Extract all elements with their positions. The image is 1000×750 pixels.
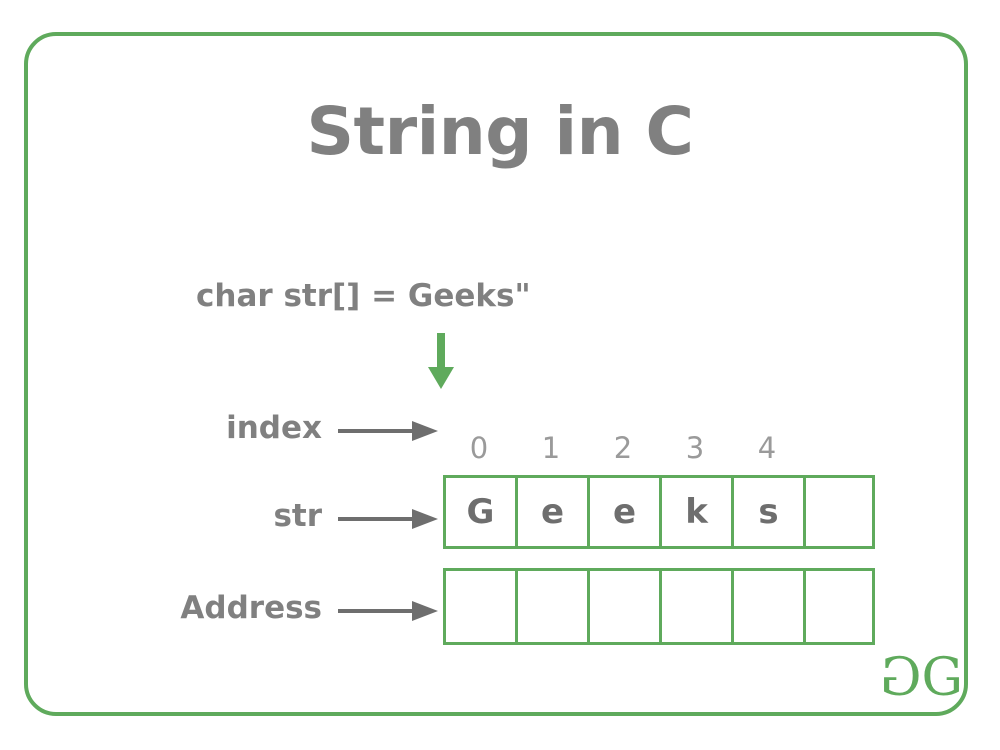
row-label-address: Address: [180, 590, 322, 626]
str-pointer-arrow-icon: [338, 507, 438, 531]
index-value: 2: [613, 431, 633, 465]
declaration-code-text: char str[] = Geeks": [196, 278, 531, 314]
index-value: 0: [469, 431, 489, 465]
address-pointer-arrow-icon: [338, 599, 438, 623]
index-value: 3: [685, 431, 705, 465]
str-cell: s: [731, 475, 803, 549]
address-cell: [443, 568, 515, 645]
str-cell: e: [587, 475, 659, 549]
address-cell: [587, 568, 659, 645]
row-label-index: index: [226, 410, 322, 446]
address-cell-row: [443, 568, 875, 645]
page-title: String in C: [306, 93, 695, 170]
logo-reversed-g: G: [880, 648, 922, 708]
str-cell: G: [443, 475, 515, 549]
row-label-str: str: [273, 498, 322, 534]
outer-frame-border: [24, 32, 968, 716]
index-value: [803, 428, 875, 468]
logo-g: G: [921, 648, 964, 708]
str-cell-row: G e e k s: [443, 475, 875, 549]
address-cell: [659, 568, 731, 645]
geeksforgeeks-logo: GG: [880, 648, 963, 708]
address-cell: [515, 568, 587, 645]
address-cell: [731, 568, 803, 645]
str-cell: e: [515, 475, 587, 549]
str-cell: k: [659, 475, 731, 549]
green-down-arrow-icon: [428, 333, 454, 389]
index-pointer-arrow-icon: [338, 419, 438, 443]
address-cell: [803, 568, 875, 645]
str-cell: [803, 475, 875, 549]
index-value: 1: [541, 431, 561, 465]
index-number-strip: 0 1 2 3 4: [443, 428, 875, 468]
index-value: 4: [757, 431, 777, 465]
